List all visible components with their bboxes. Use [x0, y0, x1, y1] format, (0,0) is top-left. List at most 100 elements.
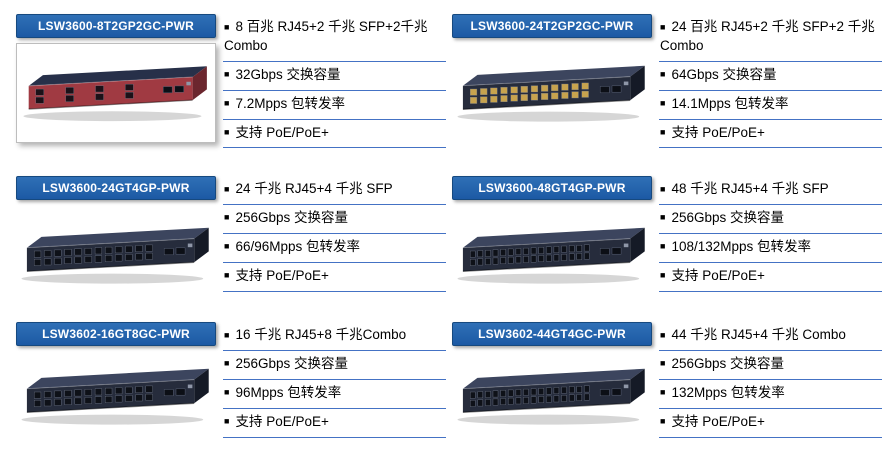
model-banner: LSW3602-16GT8GC-PWR: [16, 322, 216, 346]
spec-item: ■8 百兆 RJ45+2 千兆 SFP+2千兆 Combo: [223, 14, 446, 62]
spec-item: ■ 256Gbps 交换容量: [659, 205, 882, 234]
model-banner: LSW3600-8T2GP2GC-PWR: [16, 14, 216, 38]
product-image: [16, 43, 216, 143]
spec-list: ■ 48 千兆 RJ45+4 千兆 SFP ■ 256Gbps 交换容量 ■ 108/…: [659, 176, 882, 292]
spec-item: ■256Gbps 交换容量: [223, 205, 446, 234]
spec-text: 支持 PoE/PoE+: [671, 124, 765, 140]
spec-item: ■24 百兆 RJ45+2 千兆 SFP+2 千兆 Combo: [659, 14, 882, 62]
model-banner: LSW3600-48GT4GP-PWR: [452, 176, 652, 200]
spec-item: ■ 7.2Mpps 包转发率: [223, 91, 446, 120]
switch-illustration: [457, 368, 645, 425]
product-card: LSW3602-16GT8GC-PWR ■ 16 千兆 RJ45+8 千兆Comb…: [16, 322, 446, 448]
spec-item: ■ 14.1Mpps 包转发率: [659, 91, 882, 120]
bullet-icon: ■: [660, 69, 666, 80]
spec-text: 48 千兆 RJ45+4 千兆 SFP: [671, 181, 829, 196]
bullet-icon: ■: [224, 69, 230, 80]
spec-text: 支持 PoE/PoE+: [235, 413, 329, 429]
product-left-column: LSW3600-48GT4GP-PWR: [452, 176, 652, 305]
spec-item: ■支持 PoE/PoE+: [223, 120, 446, 149]
bullet-icon: ■: [660, 329, 666, 340]
spec-item: ■ 132Mpps 包转发率: [659, 380, 882, 409]
spec-item: ■ 256Gbps 交换容量: [659, 351, 882, 380]
spec-text: 支持 PoE/PoE+: [235, 267, 329, 283]
product-card: LSW3600-48GT4GP-PWR ■ 48 千兆 RJ45+4 千兆 SFP…: [452, 176, 882, 322]
spec-item: ■ 支持 PoE/PoE+: [223, 409, 446, 438]
spec-text: 24 百兆 RJ45+2 千兆 SFP+2 千兆 Combo: [660, 19, 875, 53]
spec-list: ■8 百兆 RJ45+2 千兆 SFP+2千兆 Combo ■32Gbps 交换…: [223, 14, 446, 149]
spec-text: 16 千兆 RJ45+8 千兆Combo: [235, 327, 407, 342]
model-banner: LSW3600-24T2GP2GC-PWR: [452, 14, 652, 38]
spec-text: 8 百兆 RJ45+2 千兆 SFP+2千兆 Combo: [224, 19, 428, 53]
spec-list: ■ 16 千兆 RJ45+8 千兆Combo ■ 256Gbps 交换容量 ■ 96M…: [223, 322, 446, 438]
product-image: [16, 205, 216, 305]
product-left-column: LSW3602-44GT4GC-PWR: [452, 322, 652, 441]
bullet-icon: ■: [660, 98, 666, 109]
spec-item: ■64Gbps 交换容量: [659, 62, 882, 91]
spec-text: 256Gbps 交换容量: [671, 355, 784, 371]
product-card: LSW3600-8T2GP2GC-PWR ■8 百兆 RJ45+2 千兆 SFP…: [16, 14, 446, 176]
spec-text: 256Gbps 交换容量: [671, 209, 784, 225]
bullet-icon: ■: [224, 329, 230, 340]
spec-text: 256Gbps 交换容量: [235, 355, 348, 371]
bullet-icon: ■: [224, 270, 230, 281]
switch-illustration: [457, 65, 645, 122]
bullet-icon: ■: [224, 183, 230, 194]
spec-text: 108/132Mpps 包转发率: [671, 238, 811, 254]
spec-list: ■ 44 千兆 RJ45+4 千兆 Combo ■ 256Gbps 交换容量 ■ 13…: [659, 322, 882, 438]
switch-illustration: [21, 368, 209, 425]
bullet-icon: ■: [660, 183, 666, 194]
spec-list: ■24 百兆 RJ45+2 千兆 SFP+2 千兆 Combo ■64Gbps …: [659, 14, 882, 149]
bullet-icon: ■: [660, 358, 666, 369]
spec-text: 支持 PoE/PoE+: [671, 413, 765, 429]
model-banner: LSW3600-24GT4GP-PWR: [16, 176, 216, 200]
bullet-icon: ■: [660, 212, 666, 223]
bullet-icon: ■: [224, 127, 230, 138]
spec-text: 支持 PoE/PoE+: [671, 267, 765, 283]
product-card: LSW3600-24GT4GP-PWR ■ 24 千兆 RJ45+4 千兆 SFP…: [16, 176, 446, 322]
product-left-column: LSW3600-24GT4GP-PWR: [16, 176, 216, 305]
product-image: [452, 205, 652, 305]
switch-illustration: [21, 227, 209, 284]
spec-text: 14.1Mpps 包转发率: [671, 95, 789, 111]
spec-item: ■ 24 千兆 RJ45+4 千兆 SFP: [223, 176, 446, 205]
bullet-icon: ■: [660, 241, 666, 252]
product-card: LSW3602-44GT4GC-PWR ■ 44 千兆 RJ45+4 千兆 Com…: [452, 322, 882, 448]
spec-item: ■ 256Gbps 交换容量: [223, 351, 446, 380]
product-left-column: LSW3602-16GT8GC-PWR: [16, 322, 216, 441]
spec-text: 44 千兆 RJ45+4 千兆 Combo: [671, 327, 846, 342]
product-left-column: LSW3600-8T2GP2GC-PWR: [16, 14, 216, 143]
spec-item: ■32Gbps 交换容量: [223, 62, 446, 91]
switch-illustration: [457, 227, 645, 284]
spec-text: 256Gbps 交换容量: [235, 209, 348, 225]
spec-text: 24 千兆 RJ45+4 千兆 SFP: [235, 181, 393, 196]
spec-text: 96Mpps 包转发率: [235, 384, 342, 400]
bullet-icon: ■: [224, 416, 230, 427]
product-grid: LSW3600-8T2GP2GC-PWR ■8 百兆 RJ45+2 千兆 SFP…: [16, 14, 882, 448]
bullet-icon: ■: [224, 98, 230, 109]
spec-item: ■ 108/132Mpps 包转发率: [659, 234, 882, 263]
spec-item: ■ 支持 PoE/PoE+: [223, 263, 446, 292]
model-banner: LSW3602-44GT4GC-PWR: [452, 322, 652, 346]
spec-list: ■24 千兆 RJ45+4 千兆 SFP ■256Gbps 交换容量 ■66/9…: [223, 176, 446, 292]
bullet-icon: ■: [224, 358, 230, 369]
spec-item: ■ 96Mpps 包转发率: [223, 380, 446, 409]
product-image: [452, 351, 652, 441]
product-card: LSW3600-24T2GP2GC-PWR ■24 百兆 RJ45+2 千兆 S…: [452, 14, 882, 176]
spec-text: 7.2Mpps 包转发率: [235, 95, 345, 111]
spec-item: ■支持 PoE/PoE+: [659, 120, 882, 149]
bullet-icon: ■: [660, 21, 666, 32]
spec-text: 66/96Mpps 包转发率: [235, 238, 360, 254]
product-image: [16, 351, 216, 441]
bullet-icon: ■: [660, 416, 666, 427]
bullet-icon: ■: [224, 21, 230, 32]
spec-item: ■ 66/96Mpps 包转发率: [223, 234, 446, 263]
product-image: [452, 43, 652, 143]
bullet-icon: ■: [660, 270, 666, 281]
bullet-icon: ■: [224, 241, 230, 252]
bullet-icon: ■: [224, 387, 230, 398]
spec-item: ■ 48 千兆 RJ45+4 千兆 SFP: [659, 176, 882, 205]
spec-item: ■ 支持 PoE/PoE+: [659, 409, 882, 438]
bullet-icon: ■: [660, 387, 666, 398]
spec-text: 132Mpps 包转发率: [671, 384, 785, 400]
